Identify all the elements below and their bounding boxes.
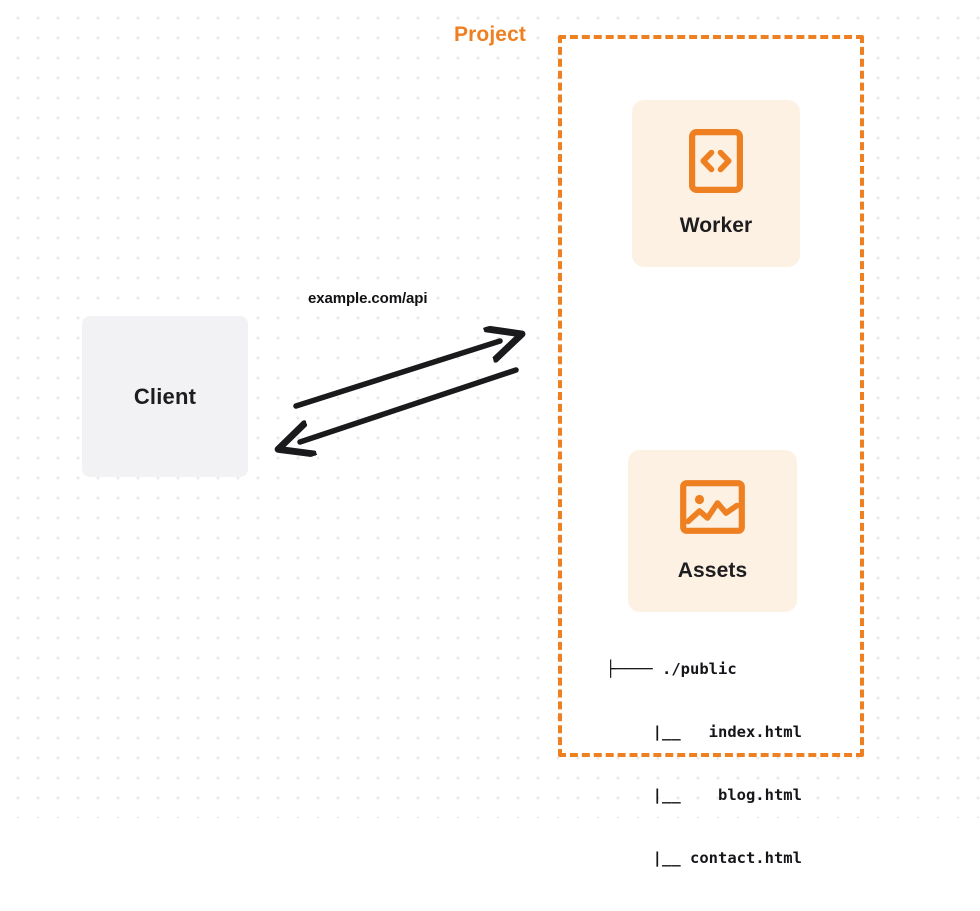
worker-card-label: Worker [679,214,753,237]
request-arrow [293,341,500,409]
client-node[interactable]: Client [82,316,248,477]
assets-file-tree: ├──── ./public |__ index.html |__ blog.h… [606,617,802,911]
file-tree-line: |__ blog.html [606,786,802,804]
response-arrow [300,367,519,442]
client-node-label: Client [133,383,197,409]
code-brackets-icon [688,128,743,198]
assets-card-label: Assets [677,558,748,582]
file-tree-line: ├──── ./public [606,660,737,678]
file-tree-line: |__ contact.html [606,849,802,867]
assets-card[interactable]: Assets [628,450,797,612]
connection-label: example.com/api [308,290,428,307]
worker-card[interactable]: Worker [632,100,800,267]
diagram-canvas: Client example.com/api Project Worker [0,0,980,867]
project-title: Project [447,23,533,47]
file-tree-line: |__ index.html [606,723,802,741]
image-picture-icon [680,479,745,539]
